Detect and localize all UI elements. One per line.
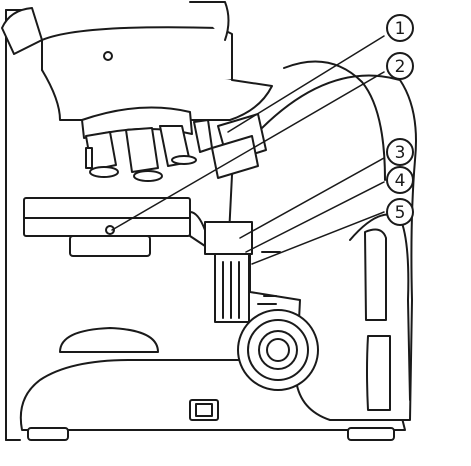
callout-4: 4 [386, 166, 414, 194]
stage [23, 197, 206, 257]
callout-leaders [111, 35, 385, 265]
callout-1: 1 [386, 14, 414, 42]
stage-column [204, 221, 253, 323]
eyepiece-tube [1, 7, 43, 55]
microscope-head [41, 1, 273, 121]
leader-5 [251, 211, 385, 265]
callout-5-label: 5 [395, 203, 406, 223]
callout-3: 3 [386, 138, 414, 166]
callout-3-label: 3 [395, 143, 406, 163]
leader-2 [111, 71, 385, 231]
callout-2: 2 [386, 52, 414, 80]
callout-2-label: 2 [395, 57, 406, 77]
leader-4 [245, 181, 385, 253]
callout-4-label: 4 [395, 171, 406, 191]
callout-5: 5 [386, 198, 414, 226]
leader-1 [227, 35, 385, 133]
leader-3 [239, 157, 385, 239]
nosepiece [81, 106, 213, 182]
focus-scale-marks [257, 251, 281, 305]
callout-1-label: 1 [395, 19, 406, 39]
side-eyepiece [211, 113, 267, 179]
focus-knob [237, 309, 319, 391]
